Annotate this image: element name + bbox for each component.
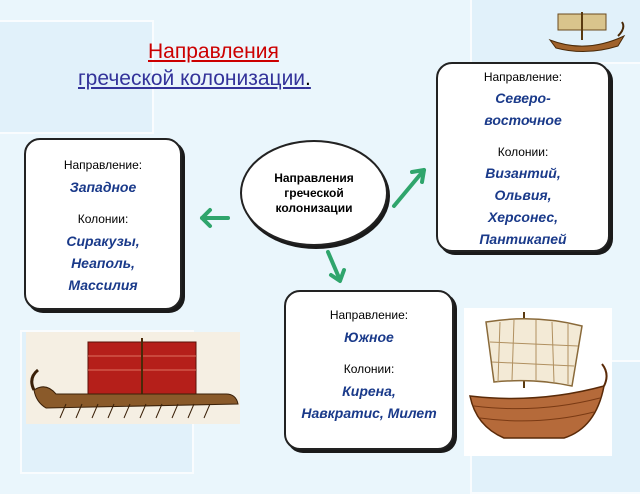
direction-value: Южное <box>344 329 394 345</box>
colony-name: Пантикапей <box>479 231 567 247</box>
cargo-ship-image <box>464 308 612 456</box>
arrow-to-northeast <box>392 168 426 208</box>
colony-name: Кирена, <box>342 383 396 399</box>
colonies-label: Колонии: <box>343 362 395 376</box>
colonies-label: Колонии: <box>77 212 129 226</box>
center-line: греческой <box>284 185 344 200</box>
colony-name: Навкратис, Милет <box>301 405 437 421</box>
direction-value: Северо- <box>495 90 551 106</box>
colony-name: Неаполь, <box>71 255 135 271</box>
title-line-2-text: греческой колонизации <box>78 67 306 90</box>
page-title: Направления греческой колонизации. <box>78 38 418 92</box>
direction-value: восточное <box>484 112 562 128</box>
colony-name: Массилия <box>68 277 138 293</box>
card-south: Направление: Южное Колонии: Кирена, Навк… <box>284 290 454 450</box>
direction-label: Направление: <box>483 70 563 84</box>
background-tile <box>0 20 154 134</box>
arrow-to-west <box>200 208 230 228</box>
card-west: Направление: Западное Колонии: Сиракузы,… <box>24 138 182 310</box>
center-label: Направления греческой колонизации <box>274 171 354 216</box>
colony-name: Сиракузы, <box>66 233 140 249</box>
direction-label: Направление: <box>329 308 409 322</box>
colony-name: Ольвия, <box>494 187 552 203</box>
title-line-1: Направления <box>148 40 279 63</box>
colonies-label: Колонии: <box>497 145 549 159</box>
title-line-2: греческой колонизации. <box>78 65 418 92</box>
arrow-to-south <box>326 250 346 283</box>
red-sail-galley-image <box>26 332 240 424</box>
title-period: . <box>305 67 311 90</box>
center-line: Направления <box>274 170 354 185</box>
small-ship-image <box>548 12 626 52</box>
colony-name: Херсонес, <box>487 209 559 225</box>
card-northeast: Направление: Северо- восточное Колонии: … <box>436 62 610 252</box>
direction-label: Направление: <box>63 158 143 172</box>
direction-value: Западное <box>69 179 137 195</box>
background-tile <box>470 0 640 64</box>
colony-name: Византий, <box>485 165 561 181</box>
arrows-layer <box>200 168 426 283</box>
center-line: колонизации <box>275 200 353 215</box>
center-ellipse: Направления греческой колонизации <box>240 140 388 246</box>
